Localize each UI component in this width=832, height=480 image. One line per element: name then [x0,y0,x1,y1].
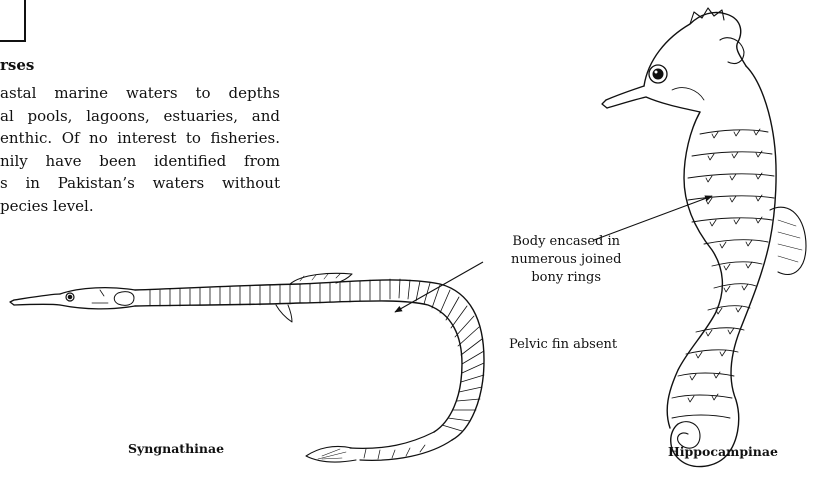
pipefish-label: Syngnathinae [128,441,224,456]
annotation-line: numerous joined [511,251,621,269]
body-rings-annotation: Body encased in numerous joined bony rin… [511,233,621,287]
seahorse-illustration [602,8,806,467]
annotation-line: Body encased in [511,233,621,251]
seahorse-label: Hippocampinae [668,444,778,459]
pelvic-fin-annotation: Pelvic fin absent [509,336,617,354]
annotation-line: bony rings [511,269,621,287]
